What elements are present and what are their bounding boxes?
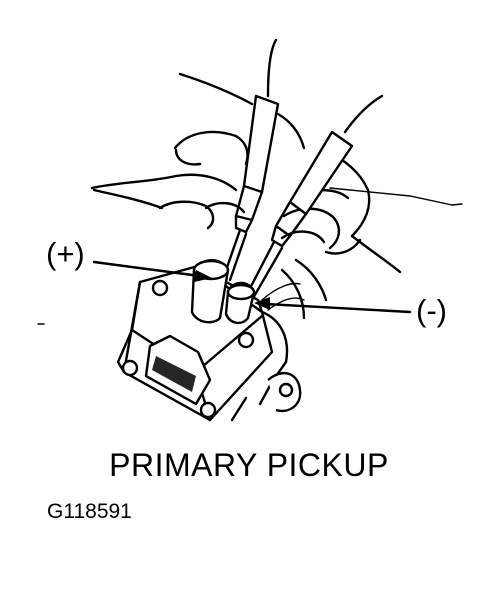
positive-terminal-label: (+): [46, 236, 85, 271]
negative-probe: [244, 130, 354, 302]
negative-terminal-label: (-): [416, 293, 447, 328]
figure-caption: PRIMARY PICKUP: [109, 447, 389, 483]
test-lead-wires: [266, 38, 463, 206]
positive-leader-line: [92, 260, 202, 278]
leader-lines: [92, 260, 412, 314]
lower-hand: [280, 148, 402, 320]
figure-id: G118591: [47, 500, 132, 523]
positive-probe: [222, 94, 280, 282]
upper-hand: [90, 72, 306, 230]
positive-arrowhead: [194, 270, 212, 282]
negative-leader-line: [264, 302, 412, 314]
negative-arrowhead: [254, 297, 270, 310]
